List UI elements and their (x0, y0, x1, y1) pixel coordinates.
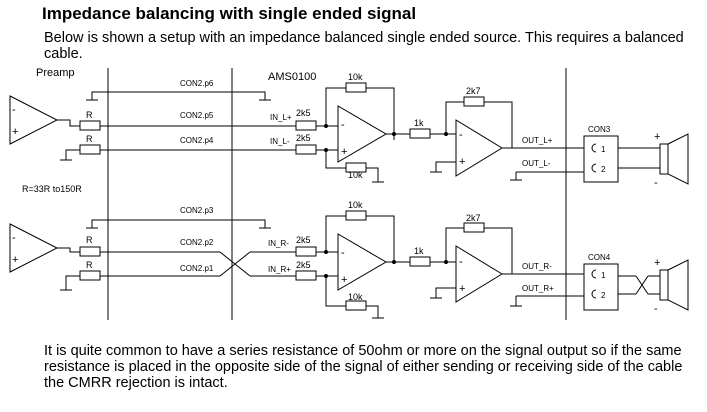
svg-text:CON2.p1: CON2.p1 (180, 264, 214, 273)
svg-text:R: R (86, 235, 93, 245)
preamp-opamp-bottom (9, 223, 59, 273)
inverter-amp-top (455, 119, 503, 177)
svg-text:10k: 10k (348, 200, 363, 210)
intro-paragraph: Below is shown a setup with an impedance… (44, 30, 684, 62)
svg-text:IN_R-: IN_R- (268, 239, 289, 248)
bus-lines (107, 68, 567, 320)
svg-text:R: R (86, 110, 93, 120)
preamp-plus-top: + (12, 126, 18, 138)
ground-resistor-top (79, 144, 101, 155)
svg-text:OUT_L-: OUT_L- (522, 159, 551, 168)
svg-text:-: - (12, 232, 16, 244)
svg-text:-: - (459, 129, 463, 141)
svg-text:-: - (341, 247, 345, 259)
svg-text:1k: 1k (414, 246, 424, 256)
bottom-channel: - + R R CON2.p3 CON2.p2 CON2.p1 IN_R- IN… (9, 200, 689, 319)
svg-text:1k: 1k (414, 118, 424, 128)
svg-text:-: - (654, 177, 658, 189)
r-value-note: R=33R to150R (22, 184, 82, 194)
svg-text:-: - (459, 256, 463, 268)
series-resistor-top (79, 120, 101, 131)
svg-text:2k5: 2k5 (296, 133, 311, 143)
speaker-top (659, 143, 669, 175)
preamp-opamp-top (9, 95, 59, 145)
svg-text:IN_L-: IN_L- (270, 137, 290, 146)
svg-text:+: + (341, 146, 347, 158)
svg-text:-: - (341, 119, 345, 131)
svg-text:2k5: 2k5 (296, 108, 311, 118)
svg-text:-: - (654, 303, 658, 315)
svg-text:+: + (654, 131, 660, 143)
svg-text:2k7: 2k7 (466, 213, 481, 223)
svg-text:2k5: 2k5 (296, 260, 311, 270)
svg-text:+: + (459, 156, 465, 168)
svg-text:OUT_R+: OUT_R+ (522, 284, 554, 293)
preamp-minus-top: - (12, 104, 16, 116)
top-channel: Preamp - + R R CON2.p6 CON2.p5 CON2.p4 A… (9, 67, 689, 189)
diff-amp-top (337, 105, 387, 163)
con-p5-label: CON2.p5 (180, 111, 214, 120)
inverter-amp-bottom (455, 245, 503, 303)
svg-text:1: 1 (601, 271, 606, 280)
svg-text:2k7: 2k7 (466, 86, 481, 96)
svg-text:CON2.p3: CON2.p3 (180, 206, 214, 215)
svg-text:IN_L+: IN_L+ (270, 113, 292, 122)
svg-text:IN_R+: IN_R+ (268, 265, 291, 274)
svg-text:CON2.p2: CON2.p2 (180, 238, 214, 247)
svg-text:+: + (341, 274, 347, 286)
svg-text:R: R (86, 134, 93, 144)
svg-text:10k: 10k (348, 72, 363, 82)
svg-text:OUT_R-: OUT_R- (522, 262, 552, 271)
svg-text:10k: 10k (348, 292, 363, 302)
svg-text:+: + (12, 254, 18, 266)
svg-text:2k5: 2k5 (296, 235, 311, 245)
preamp-label: Preamp (36, 67, 75, 79)
svg-text:10k: 10k (348, 170, 363, 180)
chip-label: AMS0100 (268, 71, 316, 83)
svg-text:1: 1 (601, 145, 606, 154)
svg-text:+: + (654, 257, 660, 269)
page-title: Impedance balancing with single ended si… (42, 4, 417, 23)
speaker-bottom (659, 269, 669, 301)
svg-text:CON3: CON3 (588, 125, 611, 134)
svg-text:2: 2 (601, 291, 606, 300)
svg-text:2: 2 (601, 165, 606, 174)
svg-text:R: R (86, 260, 93, 270)
svg-text:CON4: CON4 (588, 253, 611, 262)
svg-text:+: + (459, 283, 465, 295)
con-p4-label: CON2.p4 (180, 136, 214, 145)
outro-paragraph: It is quite common to have a series resi… (44, 343, 683, 391)
con3-box (583, 135, 619, 183)
diff-amp-bottom (337, 233, 387, 291)
con4-box (583, 263, 619, 311)
svg-text:OUT_L+: OUT_L+ (522, 136, 553, 145)
con-p6-label: CON2.p6 (180, 79, 214, 88)
